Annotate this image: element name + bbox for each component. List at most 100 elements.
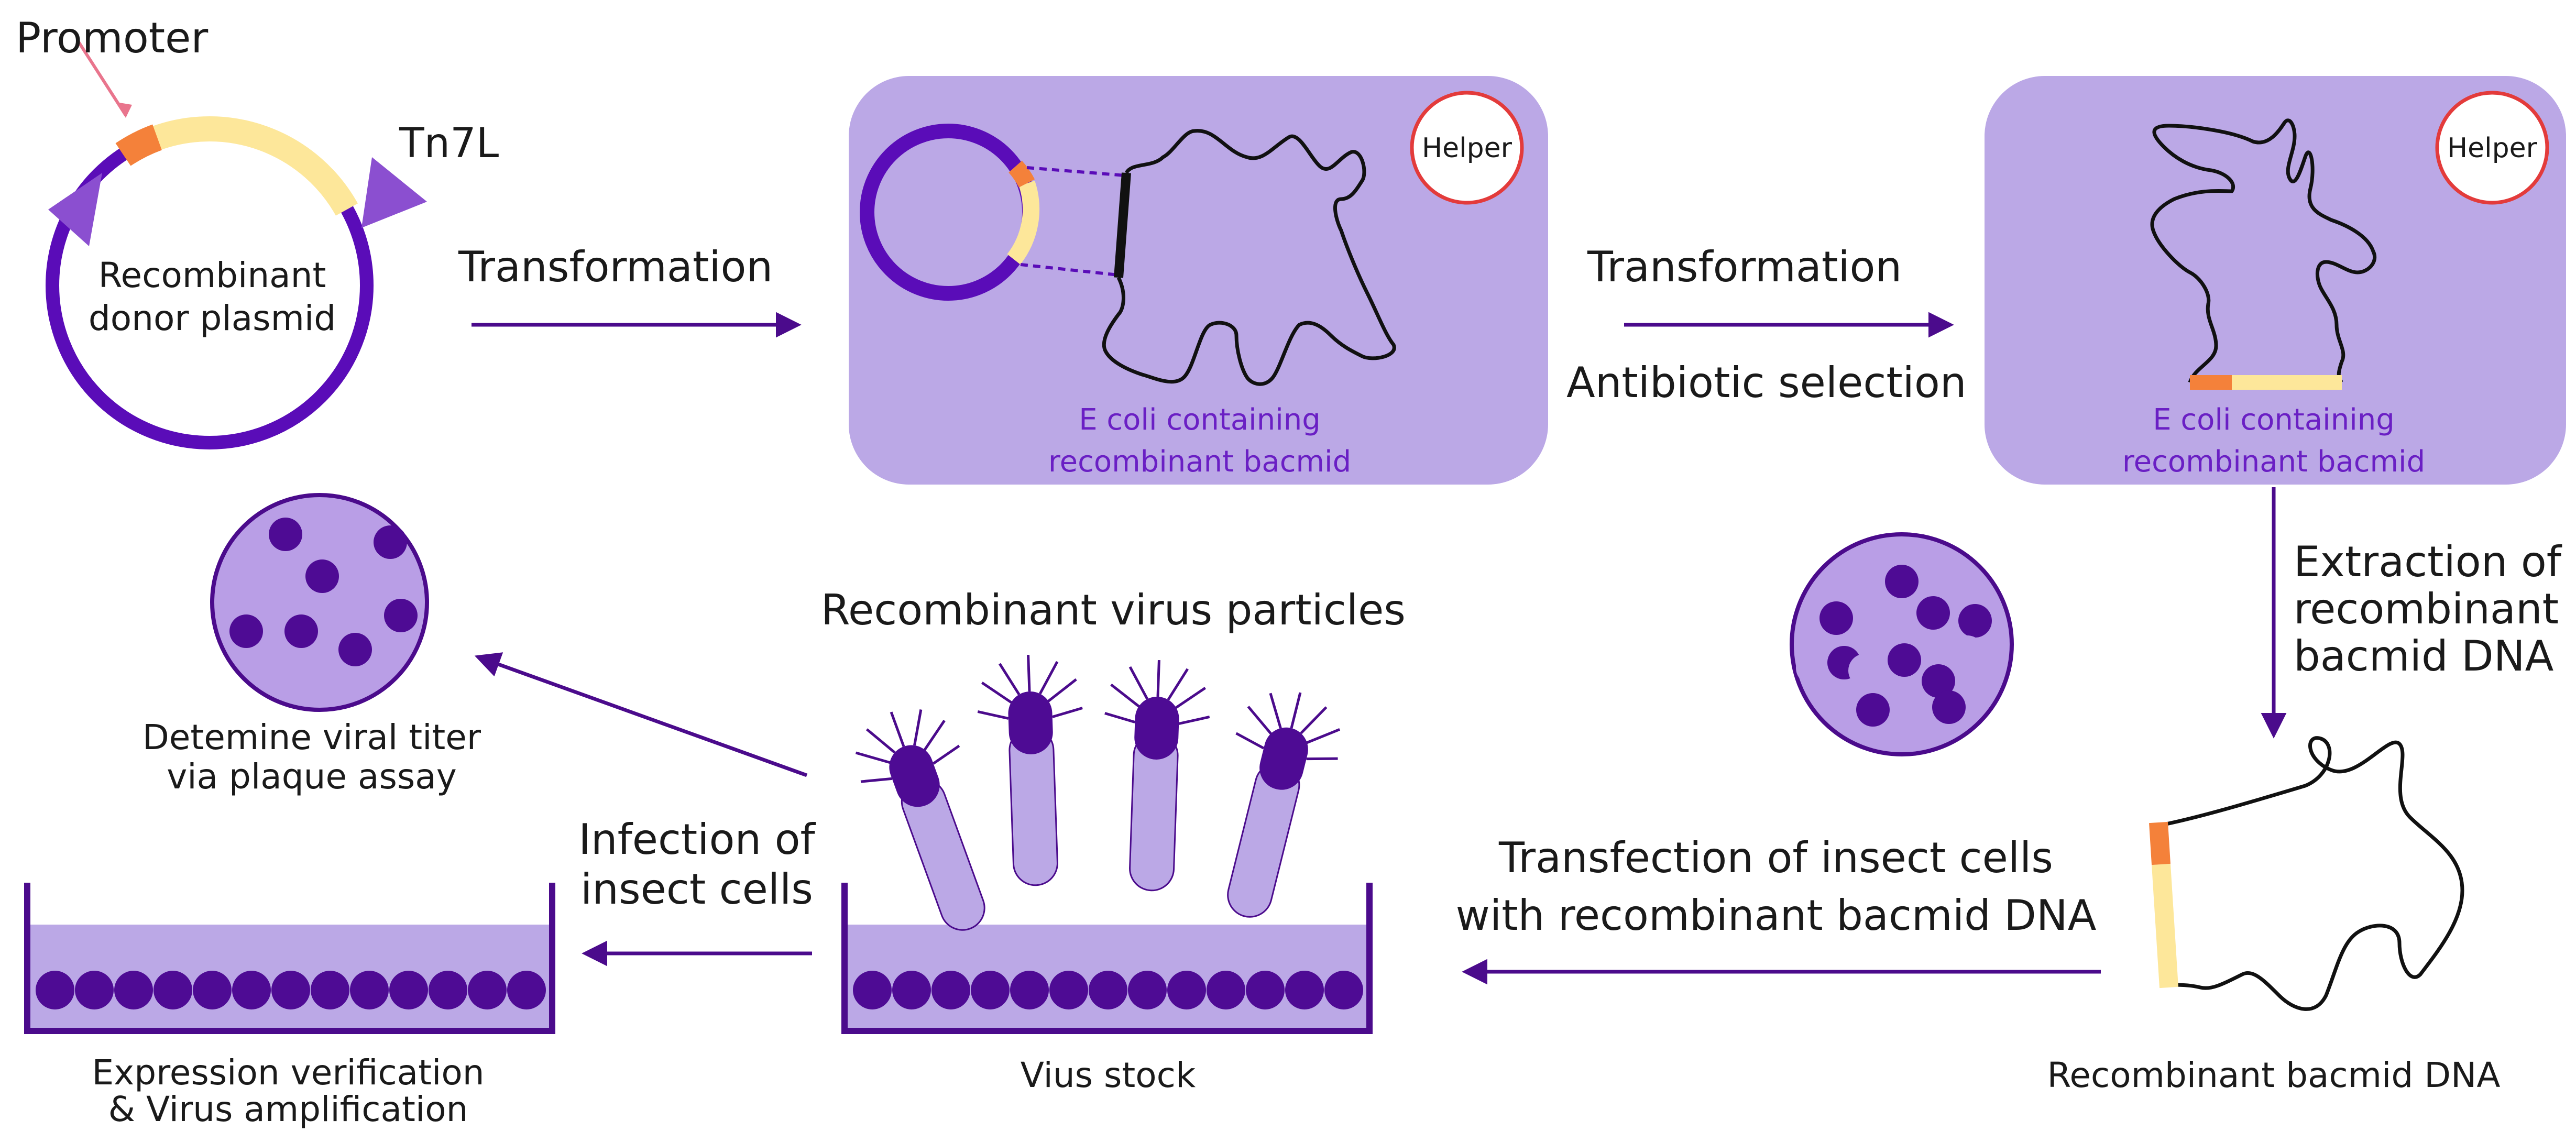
dark-cell <box>1888 643 1921 677</box>
dark-cell <box>1856 693 1890 727</box>
virus-stock-dish-wall <box>841 883 1373 1034</box>
transfection-step: Transfection of insect cells with recomb… <box>1456 833 2101 985</box>
cell <box>1089 971 1127 1009</box>
expression-label-line1: Expression verification <box>92 1052 484 1093</box>
virus-particle <box>855 709 985 931</box>
helper-label-1: Helper <box>1422 133 1512 164</box>
expression-cell-row <box>36 971 546 1009</box>
bacmid-dna-label: Recombinant bacmid DNA <box>2047 1055 2500 1095</box>
ecoli-box-2-bg <box>1985 76 2566 485</box>
cell <box>271 971 310 1009</box>
infection-label-line2: insect cells <box>580 865 813 914</box>
promoter-label: Promoter <box>16 14 208 62</box>
virus-stock-dish: Vius stock <box>841 883 1373 1095</box>
tn7l-label: Tn7L <box>399 120 499 167</box>
dark-cell <box>1922 664 1955 698</box>
cell <box>284 614 318 648</box>
cell <box>468 971 507 1009</box>
dark-cell <box>1958 604 1992 638</box>
expression-dish: Expression verification & Virus amplific… <box>24 883 555 1129</box>
helper-label-2: Helper <box>2447 133 2538 164</box>
ecoli-box-2: Helper E coli containing recombinant bac… <box>1985 76 2566 485</box>
gene-segment <box>150 116 358 216</box>
expression-dish-wall <box>24 883 555 1034</box>
titer-step: Detemine viral titer via plaque assay <box>142 493 808 797</box>
plasmid-name-line2: donor plasmid <box>89 298 336 338</box>
extraction-label-line3: bacmid DNA <box>2294 632 2554 680</box>
tn7l-marker-icon <box>361 157 427 228</box>
cell <box>931 971 970 1009</box>
cell <box>892 971 931 1009</box>
cell <box>305 559 339 593</box>
dark-cell <box>1885 565 1919 598</box>
cell <box>154 971 192 1009</box>
helper-plasmid-1 <box>1410 91 1524 205</box>
cell <box>1010 971 1049 1009</box>
cell <box>1207 971 1245 1009</box>
dashed-connector-top <box>1026 166 1126 177</box>
transformation-label-1: Transformation <box>458 243 773 291</box>
cell <box>971 971 1010 1009</box>
mixed-cells-plaque <box>1790 532 2014 756</box>
ecoli-caption-2-line1: E coli containing <box>2153 403 2395 437</box>
tn7r-marker-icon <box>48 173 102 246</box>
helper-plasmid-2 <box>2435 91 2549 205</box>
promoter-segment <box>115 124 162 166</box>
virus-stock-label: Vius stock <box>1021 1055 1196 1095</box>
small-plasmid-promoter <box>1008 160 1035 188</box>
cell <box>1285 971 1324 1009</box>
dark-cell <box>1916 596 1950 630</box>
ecoli-caption-1-line2: recombinant bacmid <box>1048 445 1351 479</box>
promoter-pointer-head-icon <box>116 102 132 118</box>
cell <box>1324 971 1363 1009</box>
cell <box>229 614 263 648</box>
cell <box>311 971 349 1009</box>
cell <box>429 971 467 1009</box>
recombinant-bacmid-dna: Recombinant bacmid DNA <box>2047 736 2501 1095</box>
light-cell <box>1796 651 1829 685</box>
titer-plaque-disc <box>210 493 429 712</box>
extraction-step: Extraction of recombinant bacmid DNA <box>2261 487 2562 739</box>
small-plasmid-gene <box>1007 180 1040 265</box>
titer-arrow <box>474 652 808 777</box>
transfection-label-line1: Transfection of insect cells <box>1498 833 2053 882</box>
cell <box>338 633 372 666</box>
bacmid-dna-gene <box>2152 863 2178 989</box>
virus-particle <box>977 654 1083 886</box>
infection-step: Infection of insect cells <box>578 815 816 967</box>
cell <box>269 518 302 551</box>
light-cell <box>1840 557 1874 590</box>
virus-particles-label: Recombinant virus particles <box>821 586 1406 634</box>
expression-label-line2: & Virus amplification <box>108 1089 468 1129</box>
virus-particle <box>1104 660 1210 892</box>
dark-cell <box>1932 690 1966 724</box>
titer-label-line2: via plaque assay <box>167 756 457 797</box>
bacmid-dna-promoter <box>2149 821 2171 865</box>
cell <box>507 971 546 1009</box>
cell <box>1167 971 1206 1009</box>
transformation-step-2: Transformation Antibiotic selection <box>1566 243 1967 407</box>
dashed-connector-bottom <box>1020 263 1119 277</box>
infection-label-line1: Infection of <box>578 815 816 864</box>
cell <box>350 971 389 1009</box>
cell <box>384 599 418 632</box>
cell <box>1246 971 1285 1009</box>
cell <box>193 971 232 1009</box>
cell <box>374 525 407 559</box>
light-cell <box>1848 654 1882 687</box>
cell <box>75 971 114 1009</box>
extraction-label-line2: recombinant <box>2294 585 2559 633</box>
bacmid-dna-strand <box>2161 736 2464 1011</box>
transformation-label-2: Transformation <box>1587 243 1902 291</box>
donor-plasmid: Promoter Tn7L Recombinant donor plasmid <box>16 14 499 449</box>
light-cell <box>1932 565 1966 598</box>
bacmid-chromosome-2 <box>2150 118 2377 384</box>
ecoli-caption-2-line2: recombinant bacmid <box>2122 445 2425 479</box>
cell <box>1049 971 1088 1009</box>
bacmid-chromosome-1 <box>1102 129 1396 386</box>
ecoli-caption-1-line1: E coli containing <box>1079 403 1321 437</box>
cell <box>389 971 428 1009</box>
transformation-step-1: Transformation <box>458 243 802 338</box>
cell <box>1128 971 1167 1009</box>
